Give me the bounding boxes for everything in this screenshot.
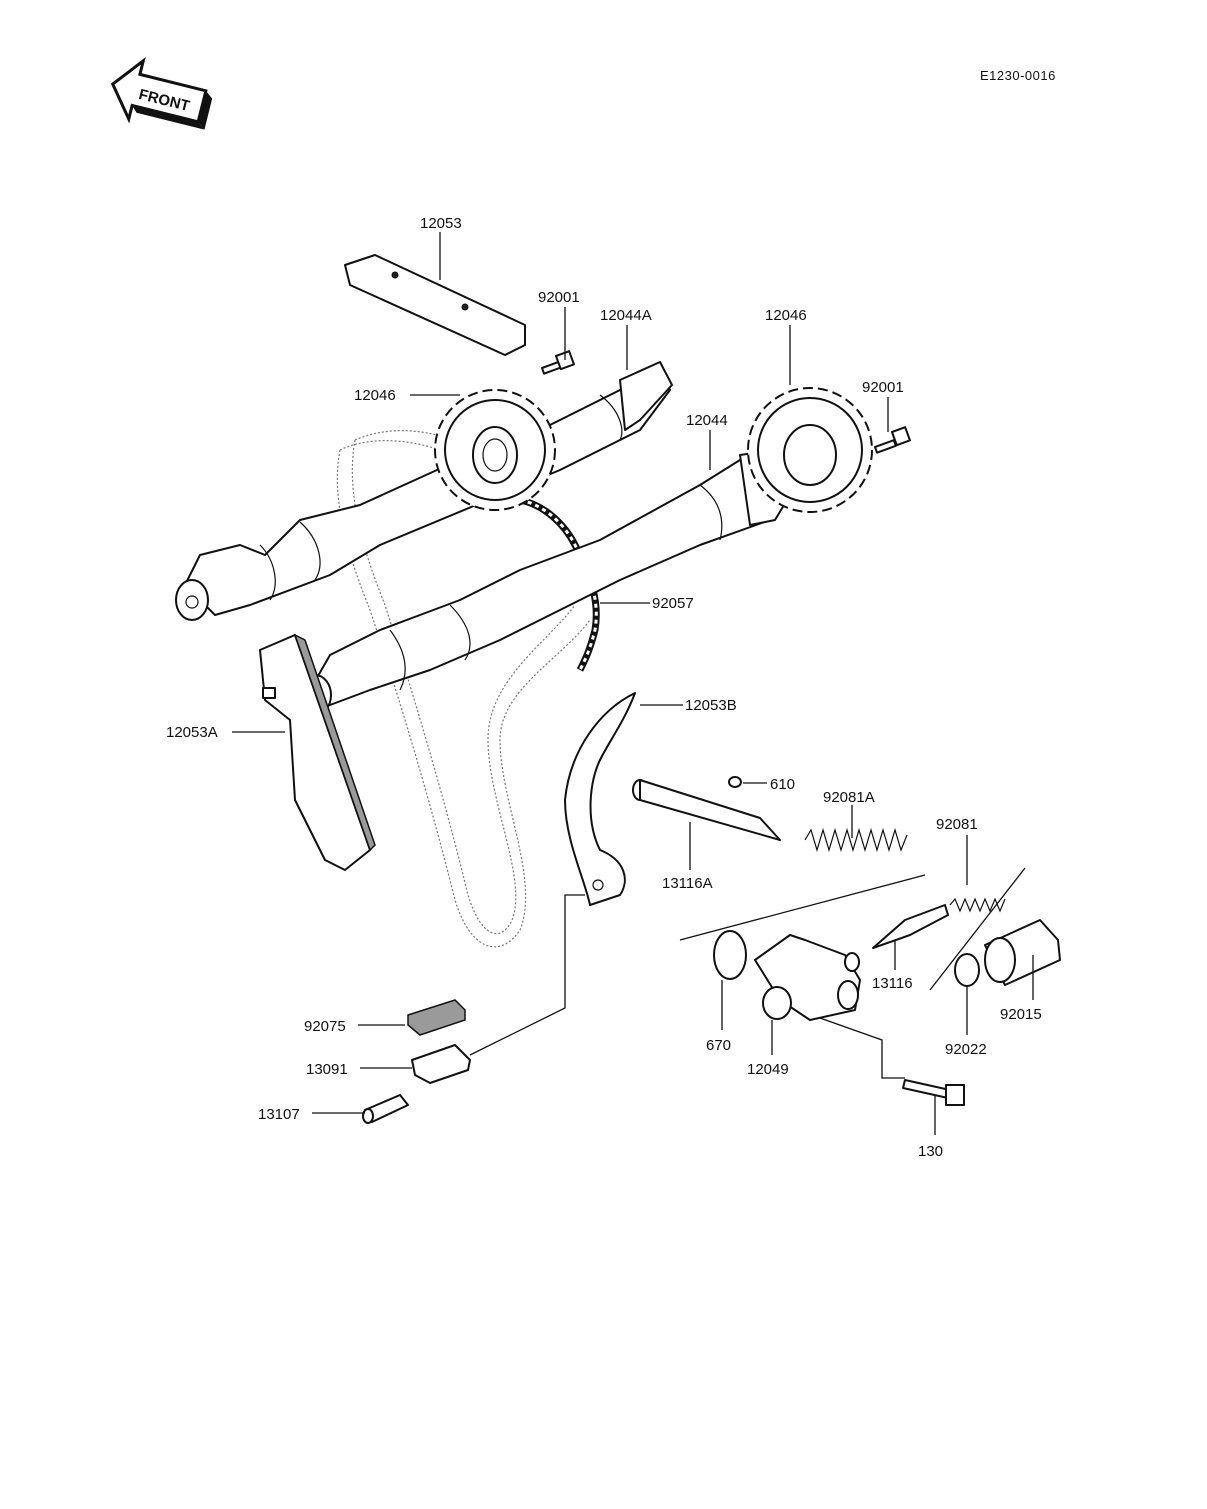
rubber-92075 [407, 999, 466, 1036]
group-outline [679, 874, 926, 941]
label-92001-right: 92001 [862, 379, 904, 396]
cap-92015 [984, 919, 1061, 986]
label-12044a: 12044A [600, 307, 652, 324]
label-92057: 92057 [652, 595, 694, 612]
label-670: 670 [706, 1037, 731, 1054]
spring-92081 [949, 897, 1006, 913]
group-outline-right [929, 867, 1026, 991]
label-13116: 13116 [872, 975, 913, 992]
label-13116a: 13116A [662, 875, 713, 892]
camshaft-12044 [298, 447, 803, 716]
rod-13116 [872, 904, 949, 949]
leader-lines [232, 232, 1034, 1135]
bolt-130 [902, 1079, 965, 1106]
label-13107: 13107 [258, 1106, 300, 1123]
bolt-left-92001 [541, 350, 575, 375]
sprocket-left-12046 [434, 389, 556, 511]
pin-610 [728, 776, 742, 788]
label-12053b: 12053B [685, 697, 737, 714]
holder-13091 [411, 1044, 471, 1084]
sprocket-right-12046 [747, 387, 873, 513]
oring-670 [713, 930, 747, 980]
label-92081: 92081 [936, 816, 978, 833]
label-130: 130 [918, 1143, 943, 1160]
label-12053: 12053 [420, 215, 462, 232]
pin-13107 [362, 1094, 409, 1124]
label-13091: 13091 [306, 1061, 348, 1078]
chain-guide-12053a [259, 633, 376, 871]
tensioner-body-12049 [754, 934, 861, 1021]
label-12046-left: 12046 [354, 387, 396, 404]
label-92075: 92075 [304, 1018, 346, 1035]
front-arrow-icon: FRONT [110, 57, 213, 130]
bolt-right-92001 [873, 426, 911, 454]
washer-92022 [954, 953, 980, 987]
chain-guide-12053b [564, 692, 636, 906]
label-92015: 92015 [1000, 1006, 1042, 1023]
label-92081a: 92081A [823, 789, 875, 806]
chain-guide-12053 [344, 254, 526, 356]
label-92001-left: 92001 [538, 289, 580, 306]
spring-92081a [804, 827, 908, 853]
label-12049: 12049 [747, 1061, 789, 1078]
label-92022: 92022 [945, 1041, 987, 1058]
label-610: 610 [770, 776, 795, 793]
label-12046-right: 12046 [765, 307, 807, 324]
label-12044: 12044 [686, 412, 728, 429]
diagram-code: E1230-0016 [980, 68, 1056, 83]
cam-chain-ghost [336, 430, 591, 948]
rod-13116a [632, 779, 781, 841]
label-12053a: 12053A [166, 724, 218, 741]
